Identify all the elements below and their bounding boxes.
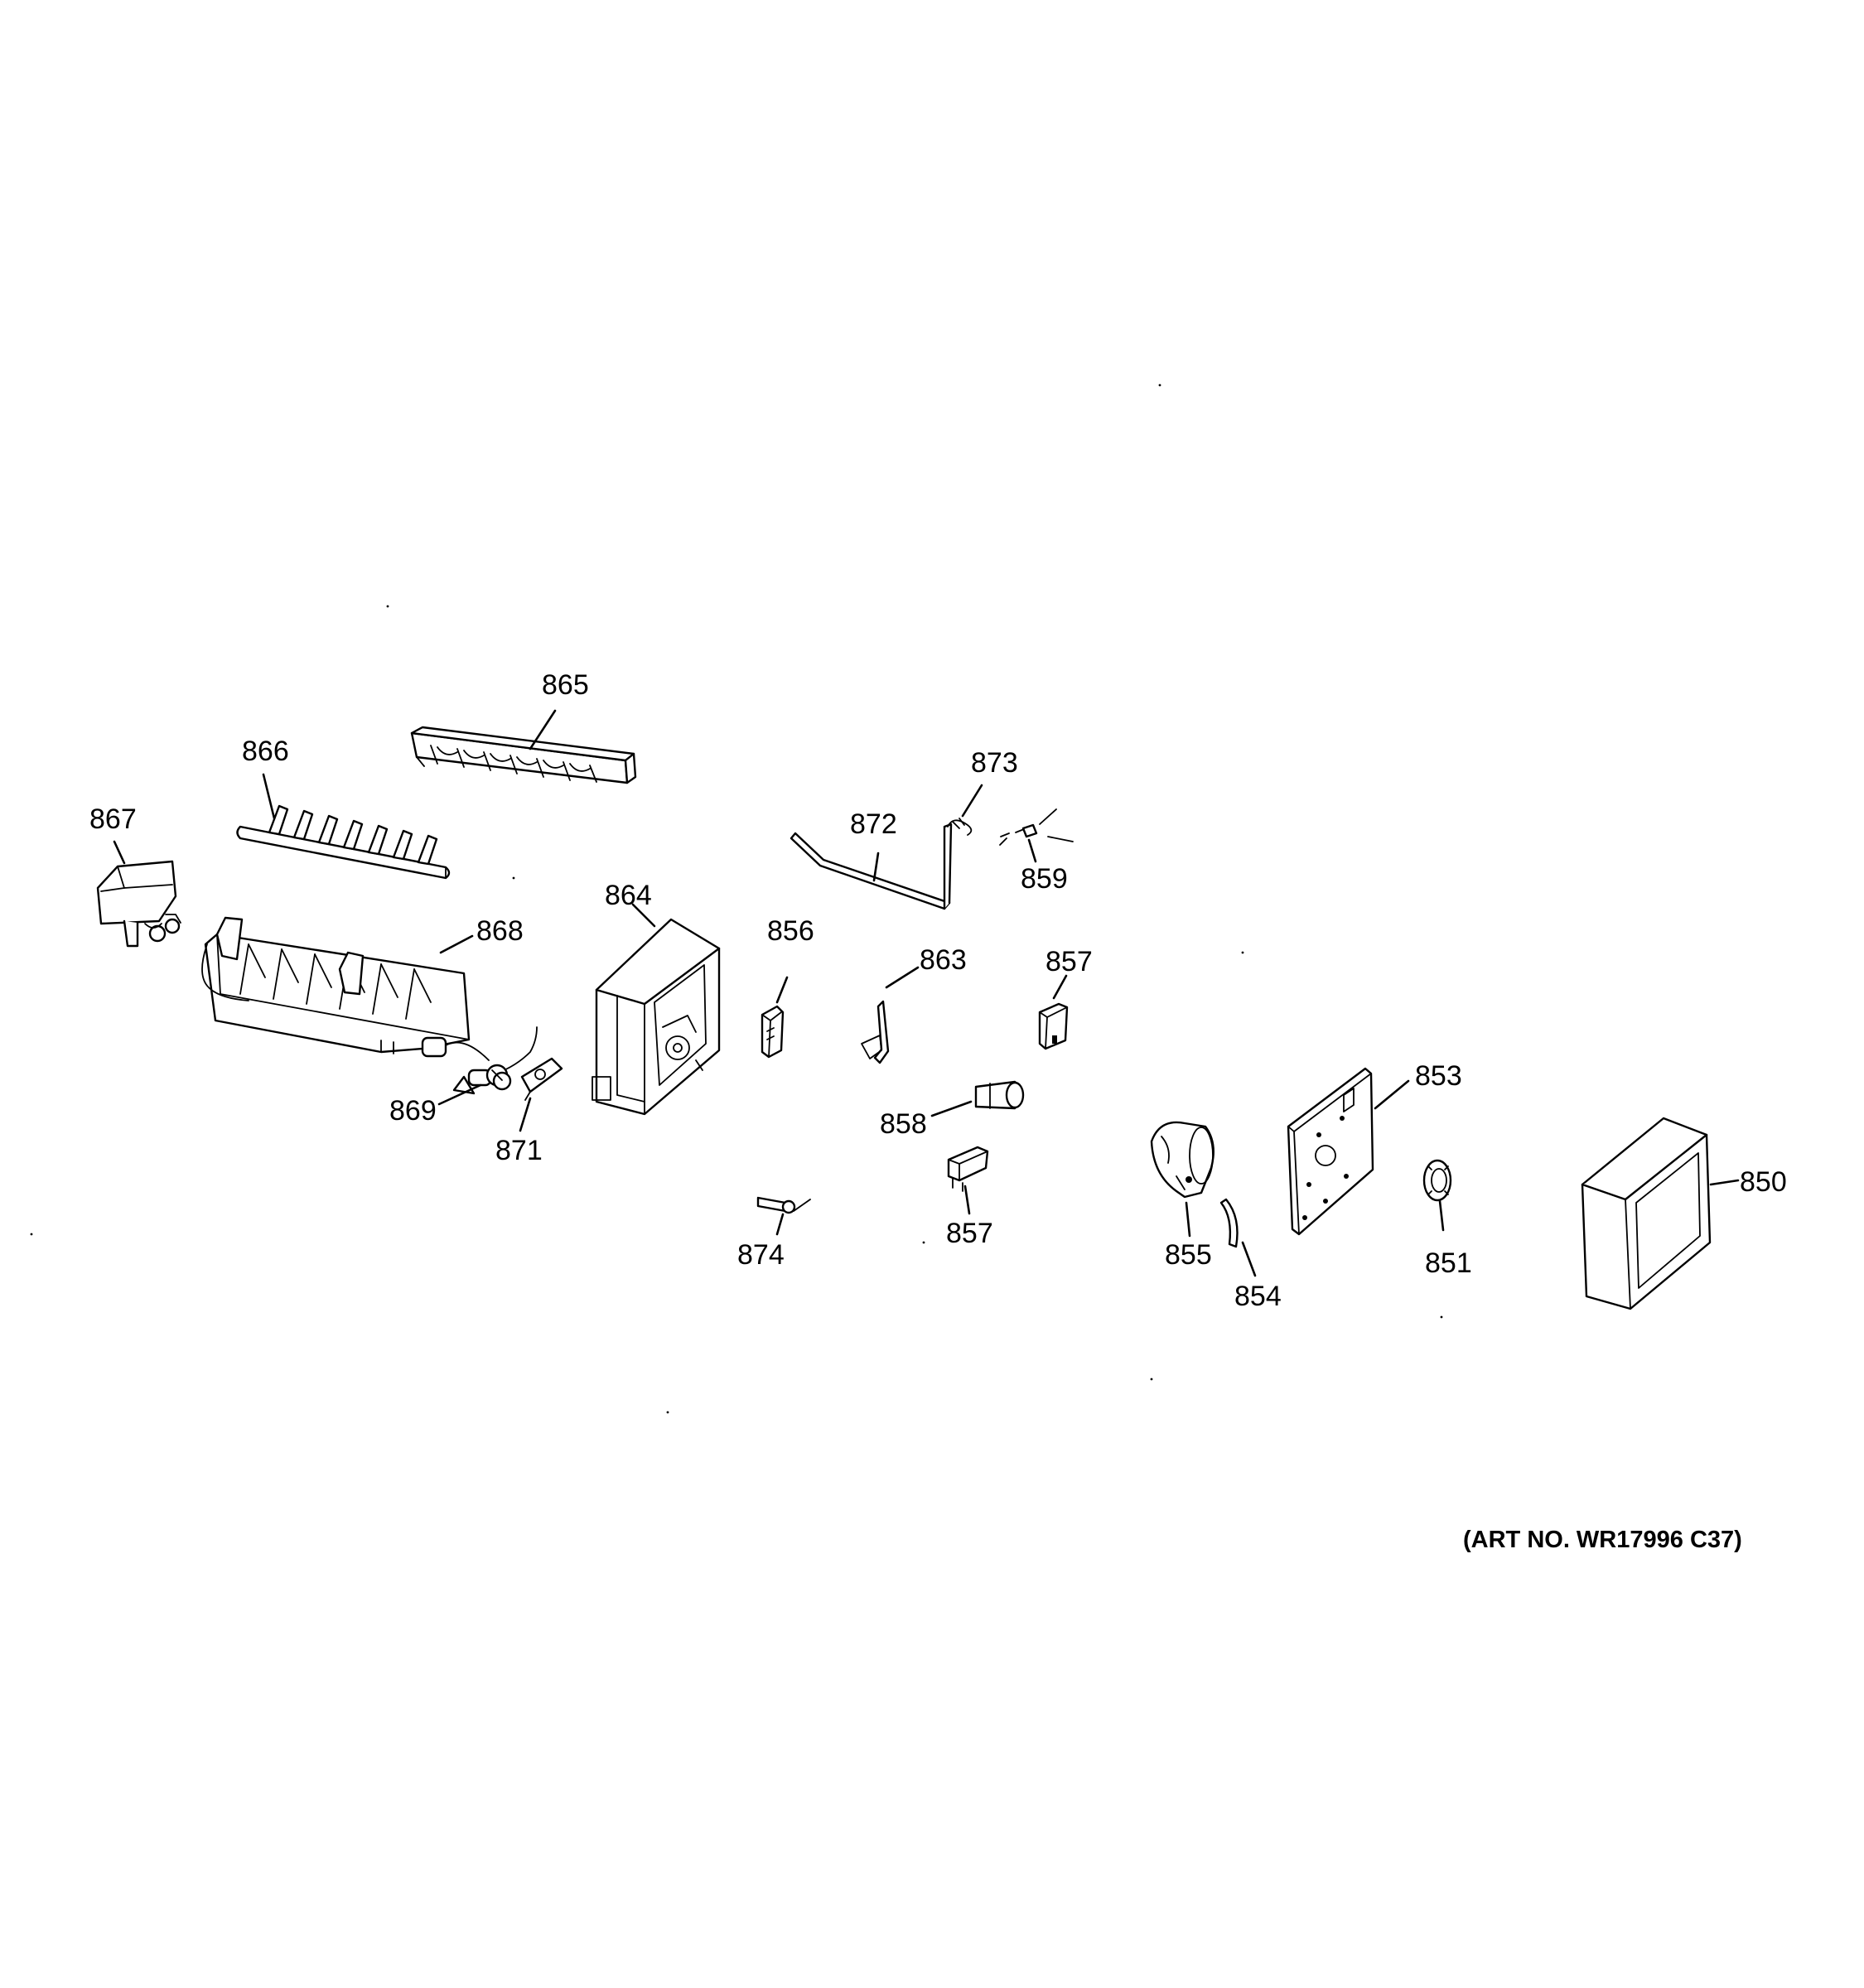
part-868-ice-mold[interactable] <box>201 916 538 1095</box>
callout-857-lower: 857 <box>946 1218 993 1249</box>
part-851-gear[interactable] <box>1422 1159 1452 1202</box>
part-874-screw[interactable] <box>756 1196 811 1214</box>
callout-863: 863 <box>920 944 967 976</box>
callout-851: 851 <box>1425 1247 1472 1279</box>
part-863-lever[interactable] <box>861 1000 890 1064</box>
callout-869: 869 <box>389 1095 437 1127</box>
part-854[interactable] <box>1219 1198 1239 1248</box>
part-857-upper[interactable] <box>1038 1002 1069 1050</box>
callout-858: 858 <box>880 1108 927 1140</box>
callout-867: 867 <box>89 803 137 835</box>
callout-856: 856 <box>767 915 814 947</box>
callout-854: 854 <box>1234 1281 1282 1312</box>
callout-864: 864 <box>605 880 652 911</box>
callout-868: 868 <box>476 915 524 947</box>
part-865-stripper[interactable] <box>410 726 637 784</box>
part-856-switch[interactable] <box>761 1005 785 1059</box>
callout-865: 865 <box>542 669 589 701</box>
part-850-cover[interactable] <box>1581 1117 1712 1310</box>
part-859-clip[interactable] <box>999 808 1074 846</box>
callout-872: 872 <box>850 808 897 840</box>
part-867-fill-cup[interactable] <box>96 860 181 948</box>
callout-855: 855 <box>1165 1239 1212 1271</box>
part-871[interactable] <box>520 1057 563 1101</box>
callout-859: 859 <box>1021 863 1068 895</box>
part-853-plate[interactable] <box>1287 1067 1374 1236</box>
callout-871: 871 <box>495 1135 543 1166</box>
art-number: (ART NO. WR17996 C37) <box>1463 1527 1742 1553</box>
callout-853: 853 <box>1415 1060 1462 1092</box>
part-869[interactable] <box>485 1064 512 1091</box>
part-864-module-housing[interactable] <box>592 918 721 1116</box>
part-858[interactable] <box>974 1080 1025 1110</box>
callout-857-upper: 857 <box>1045 946 1093 977</box>
callout-874: 874 <box>737 1239 785 1271</box>
part-855-motor[interactable] <box>1150 1121 1214 1199</box>
callout-866: 866 <box>242 736 289 767</box>
callout-850: 850 <box>1740 1166 1787 1198</box>
part-866-ejector[interactable] <box>236 804 451 880</box>
part-857-lower[interactable] <box>947 1146 989 1192</box>
callout-873: 873 <box>971 747 1018 779</box>
part-873-spring[interactable] <box>947 818 973 836</box>
stray-dots <box>30 384 1443 1414</box>
